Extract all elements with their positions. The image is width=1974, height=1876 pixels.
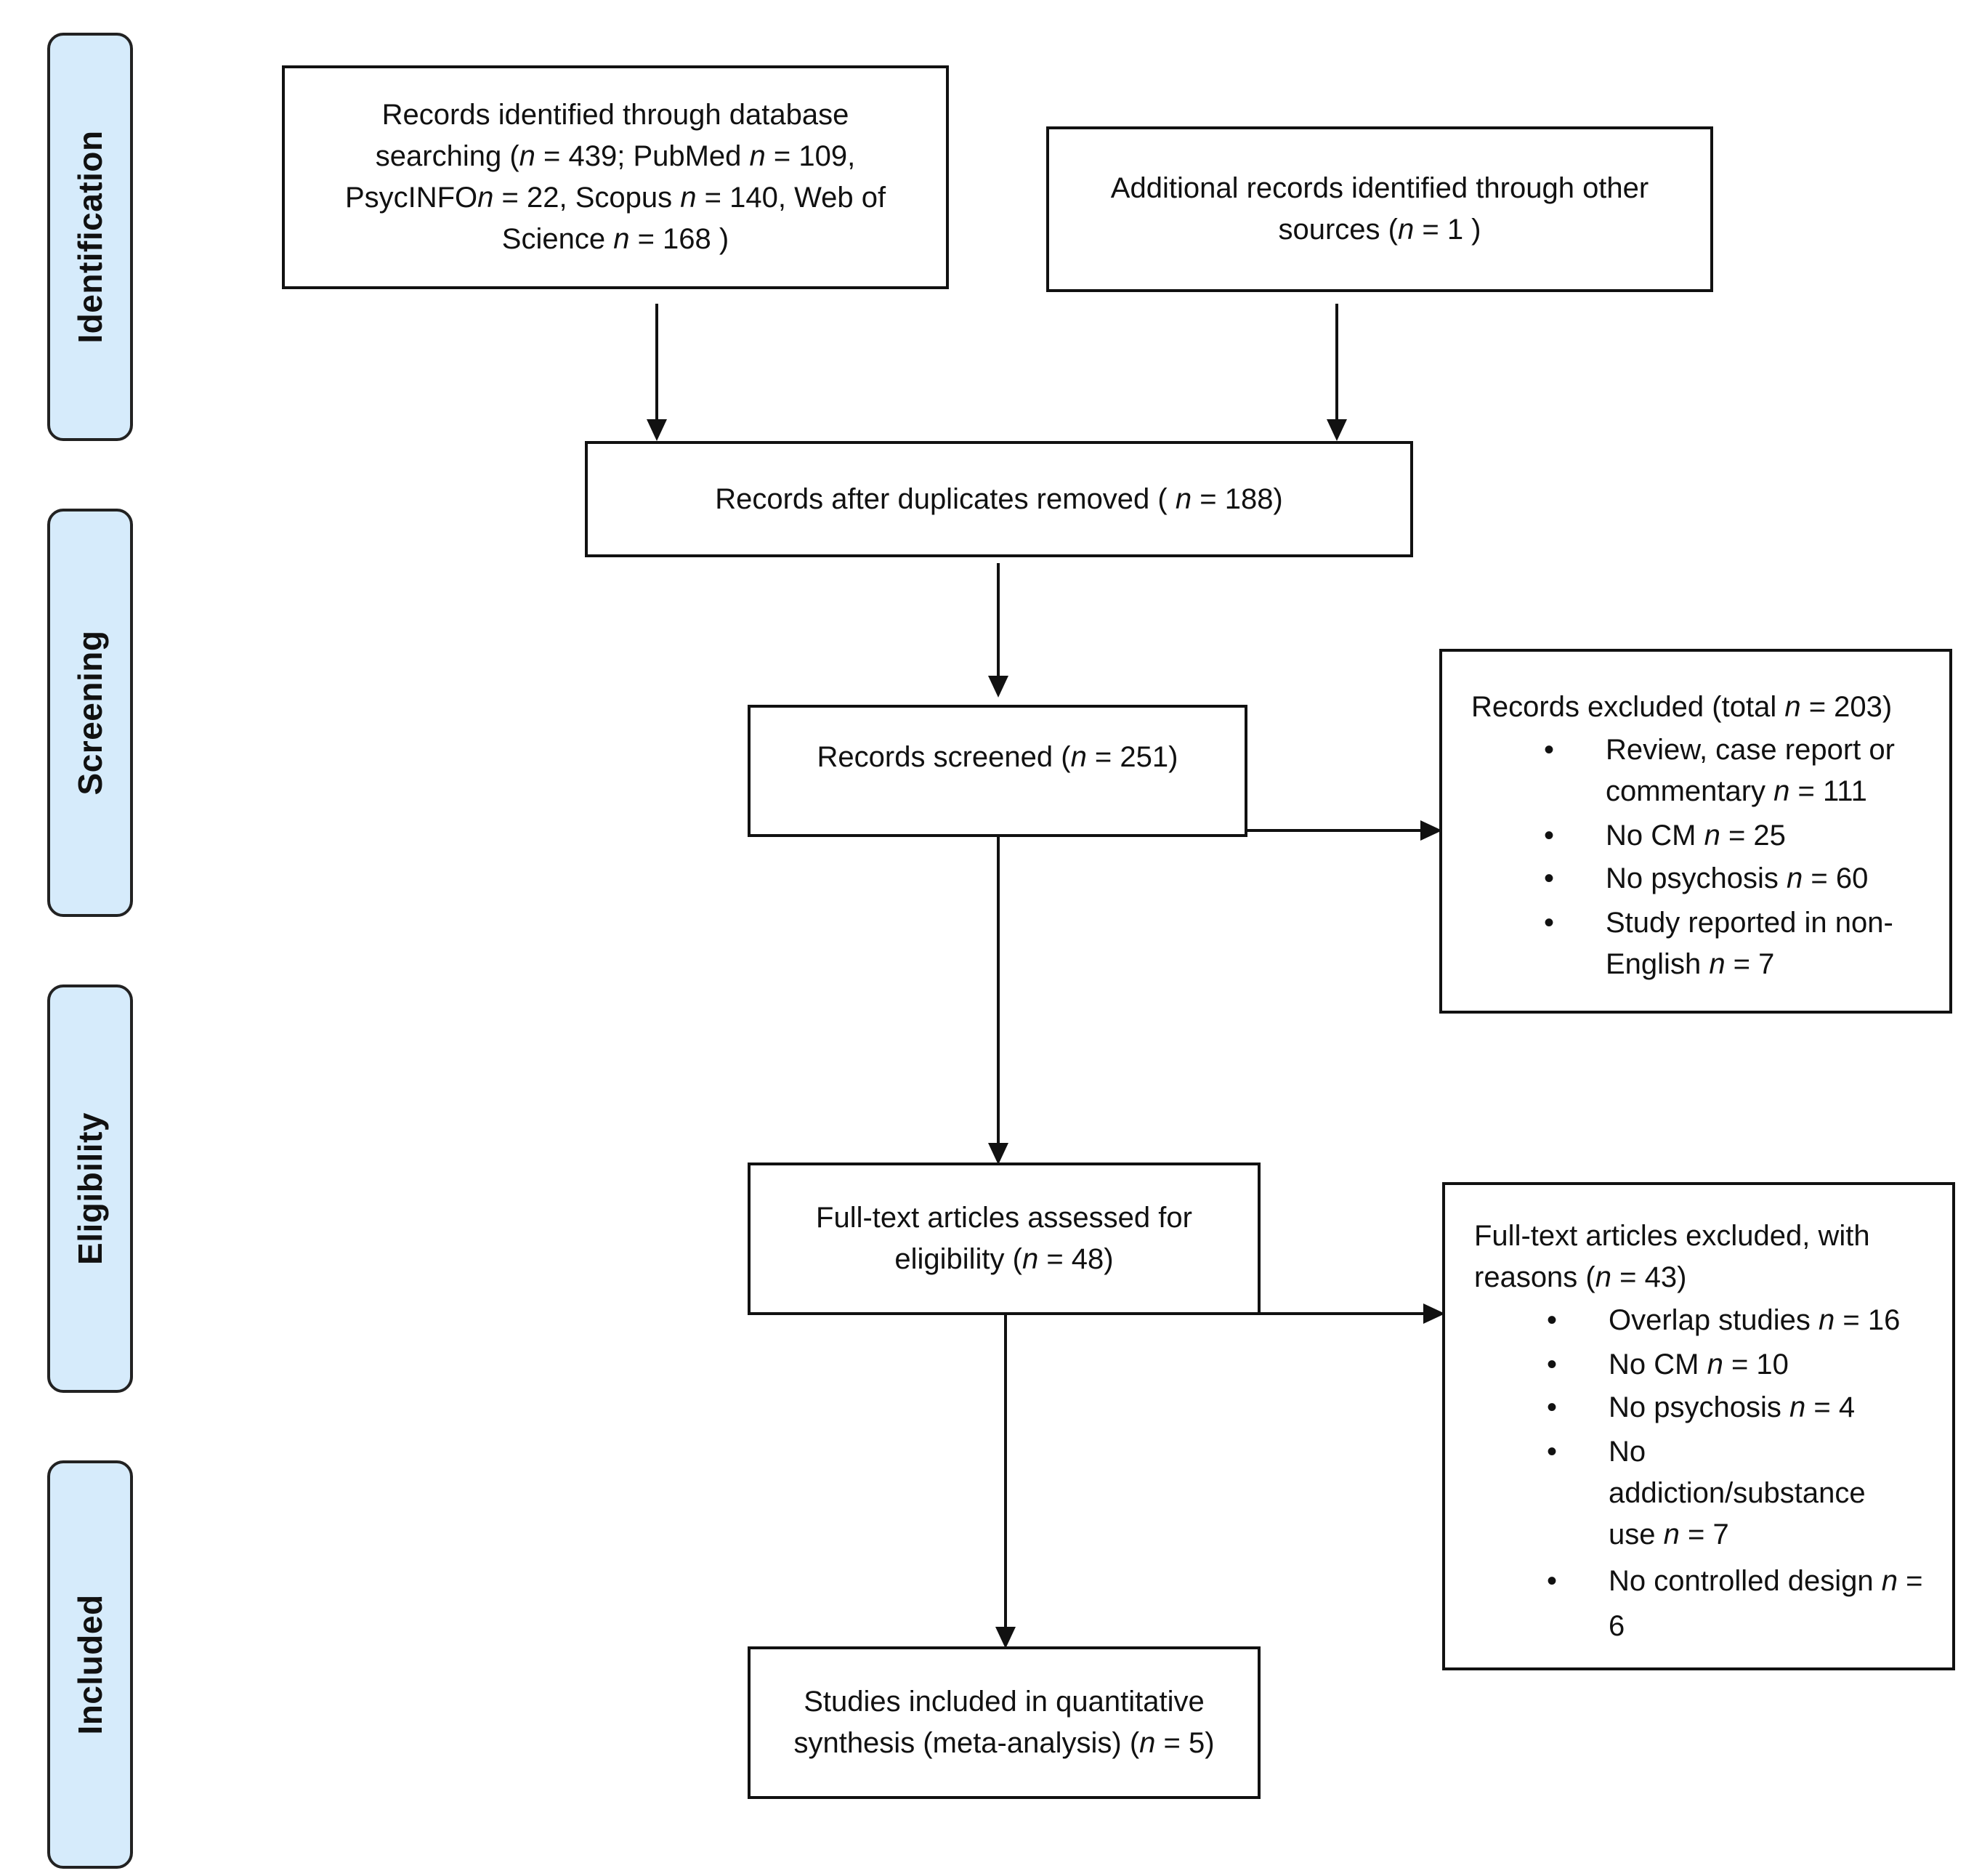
arrowhead-6: [995, 1627, 1016, 1649]
reason-count: = 111: [1789, 775, 1867, 807]
n-symbol: n: [1139, 1727, 1156, 1759]
arrowhead-3: [988, 676, 1008, 698]
included-text-2: = 5): [1155, 1727, 1215, 1759]
phase-eligibility: Eligibility: [47, 985, 133, 1393]
database-text-5: = 140, Web of Science: [501, 182, 886, 255]
additional-text-1: Additional records identified through ot…: [1110, 172, 1649, 246]
database-text-2: = 439; PubMed: [535, 140, 750, 172]
additional-records-box: Additional records identified through ot…: [1046, 126, 1713, 292]
arrowhead-4: [988, 1143, 1008, 1165]
duplicates-text-1: Records after duplicates removed (: [715, 482, 1176, 515]
reason-count: = 6: [1609, 1565, 1923, 1642]
records-excluded-heading: Records excluded (total n = 203): [1471, 687, 1935, 728]
n-symbol: n: [1707, 1349, 1723, 1380]
duplicates-text-2: = 188): [1192, 482, 1283, 515]
fulltext-text-1: Full-text articles assessed for eligibil…: [816, 1202, 1192, 1275]
screened-text-1: Records screened (: [817, 741, 1071, 773]
n-symbol: n: [613, 223, 630, 255]
phase-identification: Identification: [47, 33, 133, 441]
duplicates-removed-box: Records after duplicates removed ( n = 1…: [585, 441, 1413, 557]
reason-count: = 7: [1679, 1519, 1729, 1550]
reason-item: Study reported in non-English n = 7: [1471, 902, 1935, 985]
arrowhead-5: [1420, 820, 1442, 841]
n-symbol: n: [680, 182, 697, 214]
n-symbol: n: [1784, 691, 1801, 723]
reason-item: No addiction/substance use n = 7: [1474, 1431, 1938, 1556]
n-symbol: n: [477, 182, 494, 214]
heading-text-1: Records excluded (total: [1471, 691, 1785, 723]
heading-text-1: Full-text articles excluded, with reason…: [1474, 1220, 1870, 1293]
screened-text-2: = 251): [1086, 741, 1178, 773]
n-symbol: n: [1709, 948, 1726, 980]
reason-text: No controlled design: [1609, 1565, 1882, 1597]
included-text-1: Studies included in quantitative synthes…: [793, 1686, 1205, 1759]
database-records-box: Records identified through database sear…: [282, 65, 949, 289]
n-symbol: n: [1663, 1519, 1680, 1550]
reason-item: Review, case report or commentary n = 11…: [1471, 729, 1935, 812]
reason-count: = 25: [1720, 820, 1786, 852]
reason-count: = 7: [1725, 948, 1775, 980]
fulltext-assessed-box: Full-text articles assessed for eligibil…: [748, 1163, 1261, 1315]
studies-included-box: Studies included in quantitative synthes…: [748, 1646, 1261, 1799]
reason-item: No psychosis n = 60: [1471, 858, 1935, 899]
reason-count: = 60: [1803, 862, 1869, 894]
records-excluded-box: Records excluded (total n = 203) Review,…: [1439, 649, 1952, 1014]
reason-text: Study reported in non-English: [1606, 907, 1893, 980]
n-symbol: n: [1786, 862, 1803, 894]
fulltext-excluded-heading: Full-text articles excluded, with reason…: [1474, 1216, 1938, 1298]
reason-count: = 4: [1805, 1391, 1856, 1423]
database-text-4: = 22, Scopus: [493, 182, 681, 214]
n-symbol: n: [749, 140, 766, 172]
arrowhead-1: [647, 419, 667, 441]
reason-text: No addiction/substance use: [1609, 1436, 1866, 1550]
reason-item: No controlled design n = 6: [1474, 1558, 1938, 1649]
database-text-3: = 109, PsycINFO: [344, 140, 856, 214]
reason-text: No CM: [1609, 1349, 1707, 1380]
records-screened-box: Records screened (n = 251): [748, 705, 1247, 837]
n-symbol: n: [1022, 1243, 1039, 1275]
n-symbol: n: [1819, 1304, 1835, 1336]
n-symbol: n: [1789, 1391, 1806, 1423]
reason-text: No psychosis: [1609, 1391, 1789, 1423]
reason-text: No psychosis: [1606, 862, 1787, 894]
reason-text: Review, case report or commentary: [1606, 734, 1895, 807]
n-symbol: n: [519, 140, 535, 172]
n-symbol: n: [1773, 775, 1790, 807]
reason-text: Overlap studies: [1609, 1304, 1819, 1336]
heading-text-2: = 43): [1611, 1261, 1687, 1293]
database-text-6: = 168 ): [629, 223, 729, 255]
arrowhead-2: [1327, 419, 1347, 441]
reason-item: No CM n = 25: [1471, 815, 1935, 857]
n-symbol: n: [1397, 214, 1415, 246]
n-symbol: n: [1881, 1565, 1898, 1597]
n-symbol: n: [1175, 482, 1192, 515]
reason-item: No psychosis n = 4: [1474, 1387, 1938, 1428]
additional-text-2: = 1 ): [1414, 214, 1481, 246]
database-text-1: Records identified through database sear…: [375, 99, 849, 172]
records-excluded-reasons: Review, case report or commentary n = 11…: [1471, 729, 1935, 985]
fulltext-text-2: = 48): [1038, 1243, 1114, 1275]
reason-text: No CM: [1606, 820, 1704, 852]
reason-item: No CM n = 10: [1474, 1344, 1938, 1386]
heading-text-2: = 203): [1800, 691, 1893, 723]
reason-item: Overlap studies n = 16: [1474, 1300, 1938, 1341]
fulltext-excluded-reasons: Overlap studies n = 16 No CM n = 10 No p…: [1474, 1300, 1938, 1649]
arrowhead-7: [1423, 1303, 1445, 1324]
reason-count: = 10: [1723, 1349, 1789, 1380]
phase-screening: Screening: [47, 509, 133, 917]
n-symbol: n: [1595, 1261, 1611, 1293]
n-symbol: n: [1070, 741, 1087, 773]
fulltext-excluded-box: Full-text articles excluded, with reason…: [1442, 1182, 1955, 1670]
reason-count: = 16: [1835, 1304, 1901, 1336]
n-symbol: n: [1704, 820, 1720, 852]
phase-included: Included: [47, 1460, 133, 1869]
